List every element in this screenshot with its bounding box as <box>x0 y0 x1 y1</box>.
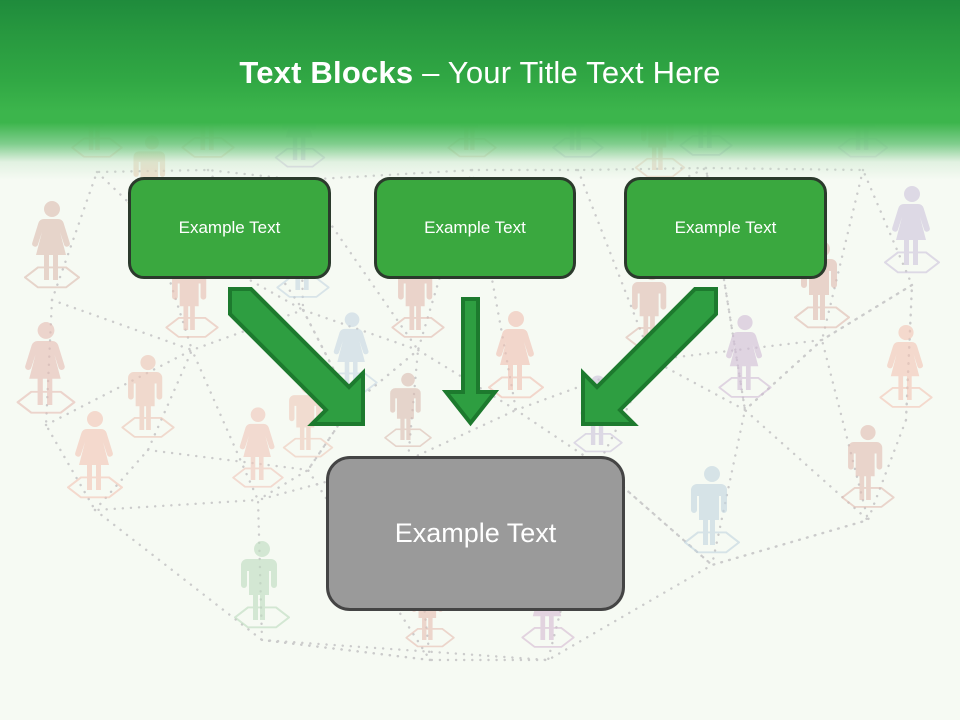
topic-box-1[interactable]: Example Text <box>128 177 331 279</box>
topic-box-2-label: Example Text <box>424 218 526 237</box>
arrow-middle-down <box>441 297 500 427</box>
topic-box-2[interactable]: Example Text <box>374 177 576 279</box>
topic-box-3[interactable]: Example Text <box>624 177 827 279</box>
page-title: Text Blocks – Your Title Text Here <box>0 57 960 88</box>
topic-box-3-label: Example Text <box>674 218 777 237</box>
result-box[interactable]: Example Text <box>326 456 625 611</box>
page-title-rest: – Your Title Text Here <box>413 55 721 90</box>
topic-box-1-label: Example Text <box>178 218 281 237</box>
arrow-right-diagonal <box>581 287 718 426</box>
arrow-left-diagonal <box>228 287 365 426</box>
page-title-strong: Text Blocks <box>239 55 414 90</box>
result-box-label: Example Text <box>394 518 557 548</box>
